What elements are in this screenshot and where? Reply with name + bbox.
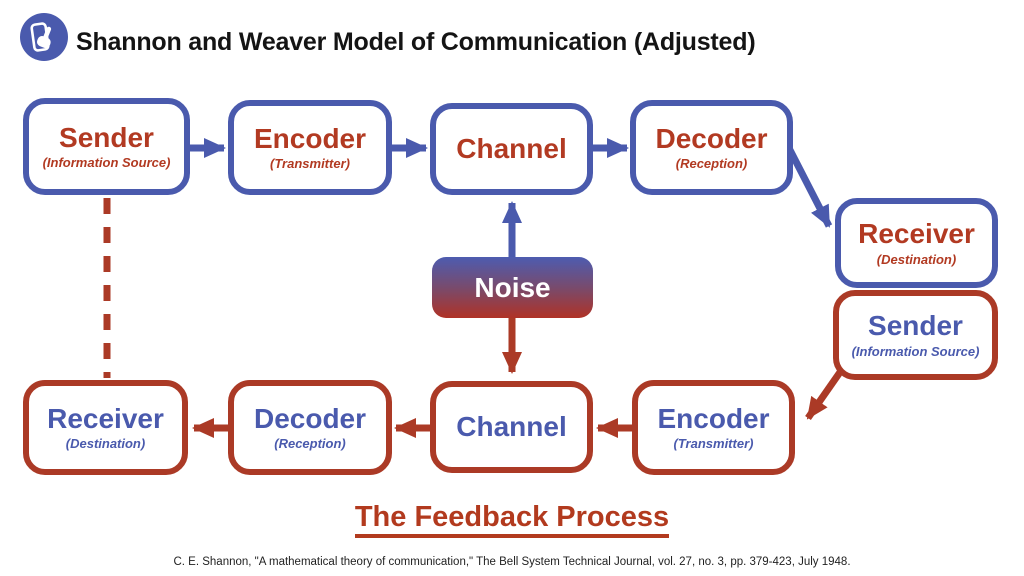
node-feedback-receiver-destination: Receiver (Destination)	[23, 380, 188, 475]
node-feedback-channel: Channel	[430, 381, 593, 473]
node-sublabel: (Transmitter)	[673, 436, 754, 452]
node-label: Sender	[868, 310, 963, 342]
node-label: Sender	[59, 121, 154, 153]
tap-gesture-icon	[20, 13, 68, 61]
node-sublabel: (Destination)	[876, 251, 957, 267]
node-feedback-sender-source: Sender (Information Source)	[833, 290, 998, 380]
node-feedback-encoder-transmitter: Encoder (Transmitter)	[632, 380, 795, 475]
node-sublabel: (Information Source)	[42, 155, 171, 171]
citation-text: C. E. Shannon, "A mathematical theory of…	[173, 556, 851, 568]
node-channel-forward: Channel	[430, 103, 593, 195]
node-decoder-reception: Decoder (Reception)	[630, 100, 793, 195]
node-label: Decoder	[253, 402, 367, 434]
node-sublabel: (Reception)	[675, 156, 748, 172]
noise-box: Noise	[432, 257, 593, 318]
node-sublabel: (Information Source)	[851, 343, 980, 359]
node-sublabel: (Transmitter)	[270, 156, 350, 172]
feedback-process-title-text: The Feedback Process	[354, 502, 670, 539]
node-sender-source: Sender (Information Source)	[23, 98, 190, 195]
node-label: Receiver	[858, 218, 975, 250]
node-feedback-decoder-reception: Decoder (Reception)	[228, 380, 392, 475]
node-sublabel: (Reception)	[274, 436, 346, 452]
slide-title: Shannon and Weaver Model of Communicatio…	[76, 28, 756, 56]
node-label: Encoder	[657, 402, 770, 434]
node-label: Channel	[456, 411, 567, 443]
noise-label: Noise	[474, 271, 551, 303]
node-label: Channel	[456, 133, 567, 165]
node-label: Encoder	[253, 122, 367, 154]
node-label: Receiver	[47, 402, 164, 434]
node-label: Decoder	[655, 122, 768, 154]
node-sublabel: (Destination)	[65, 436, 146, 452]
node-receiver-destination: Receiver (Destination)	[835, 198, 998, 288]
node-encoder-transmitter: Encoder (Transmitter)	[228, 100, 392, 195]
arrow-decoder-to-receiver	[786, 148, 833, 228]
feedback-process-title: The Feedback Process	[0, 502, 1024, 539]
